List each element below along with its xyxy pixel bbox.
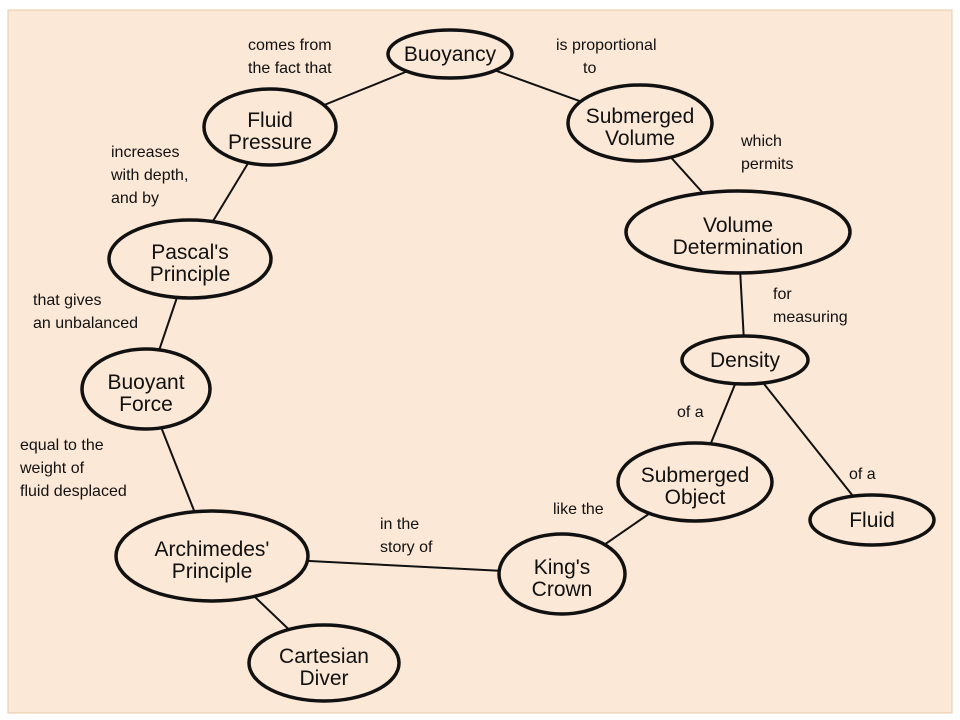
node-ellipse [616, 441, 774, 523]
node-ellipse [202, 87, 338, 167]
edge-label-line: comes from [248, 37, 332, 54]
node-label-line: Object [665, 486, 726, 509]
node-label-line: King's [534, 556, 591, 579]
node-label-line: Volume [605, 127, 675, 150]
node-ellipse [107, 218, 273, 300]
edge-label-submerged-object-to-kings-crown: like the [553, 501, 604, 518]
node-label-line: Fluid [247, 109, 293, 132]
node-archimedes-principle: Archimedes'Principle [114, 509, 310, 603]
node-label: Buoyancy [404, 43, 497, 66]
node-ellipse [247, 623, 401, 703]
edge-label-line: in the [380, 516, 419, 533]
edge-label-buoyant-force-to-archimedes-principle: equal to the weight of fluid desplaced [19, 437, 127, 500]
node-label-line: Buoyancy [404, 43, 497, 66]
edge-label-archimedes-principle-to-kings-crown: in the story of [380, 516, 433, 556]
node-ellipse [808, 493, 936, 547]
edge-label-density-to-fluid: of a [849, 466, 876, 483]
node-label-line: Crown [532, 578, 593, 601]
node-label-line: Submerged [641, 464, 750, 487]
node-label-line: Archimedes' [155, 538, 270, 561]
node-label-line: Principle [172, 560, 253, 583]
node-ellipse [566, 83, 714, 163]
edge-label-fluid-pressure-to-pascals-principle: increases with depth, and by [110, 144, 188, 207]
edge-label-line: to [583, 60, 596, 77]
node-label-line: Cartesian [279, 645, 369, 668]
edge-label-line: equal to the [20, 437, 104, 454]
node-label: Fluid [849, 509, 895, 532]
node-ellipse [80, 347, 212, 431]
edge-label-line: weight of [19, 460, 85, 477]
edge-label-buoyancy-to-fluid-pressure: comes from the fact that [248, 37, 332, 77]
node-label-line: Pressure [228, 131, 312, 154]
edge-label-line: for [773, 286, 792, 303]
edge-density-to-fluid [744, 359, 873, 521]
edge-label-buoyancy-to-submerged-volume: is proportional to [556, 37, 657, 77]
edge-label-line: that gives [33, 292, 101, 309]
node-label-line: Fluid [849, 509, 895, 532]
node-label-line: Buoyant [107, 371, 184, 394]
node-label-line: Submerged [586, 105, 695, 128]
node-ellipse [114, 509, 310, 603]
edge-label-line: fluid desplaced [20, 483, 127, 500]
edge-label-line: the fact that [248, 60, 332, 77]
node-label: Density [710, 349, 781, 372]
edge-labels-layer: comes from the fact that is proportional to… [19, 37, 876, 556]
edge-label-line: and by [111, 190, 159, 207]
node-ellipse [386, 28, 514, 80]
edge-label-line: is proportional [556, 37, 657, 54]
node-density: Density [680, 334, 810, 386]
node-buoyancy: Buoyancy [386, 28, 514, 80]
node-label-line: Diver [299, 667, 348, 690]
edge-label-line: an unbalanced [33, 315, 138, 332]
node-ellipse [497, 532, 627, 616]
node-ellipse [680, 334, 810, 386]
node-label-line: Density [710, 349, 781, 372]
edge-label-line: measuring [773, 309, 848, 326]
node-label-line: Force [119, 393, 173, 416]
edge-label-line: which [740, 133, 782, 150]
edge-label-pascals-principle-to-buoyant-force: that gives an unbalanced [33, 292, 138, 332]
node-fluid: Fluid [808, 493, 936, 547]
edge-label-line: increases [111, 144, 179, 161]
edge-label-density-to-submerged-object: of a [677, 404, 704, 421]
edge-label-line: permits [741, 156, 793, 173]
edge-label-volume-determination-to-density: for measuring [773, 286, 848, 326]
edge-label-line: of a [677, 404, 704, 421]
node-label-line: Determination [673, 236, 804, 259]
node-label-line: Volume [703, 214, 773, 237]
edge-label-line: like the [553, 501, 604, 518]
node-label-line: Pascal's [151, 241, 229, 264]
edge-label-line: story of [380, 539, 433, 556]
node-label-line: Principle [150, 263, 231, 286]
edge-label-line: with depth, [110, 167, 188, 184]
node-ellipse [624, 189, 852, 275]
edge-label-submerged-volume-to-volume-determination: which permits [740, 133, 793, 173]
node-label: Archimedes'Principle [155, 538, 270, 583]
edge-label-line: of a [849, 466, 876, 483]
